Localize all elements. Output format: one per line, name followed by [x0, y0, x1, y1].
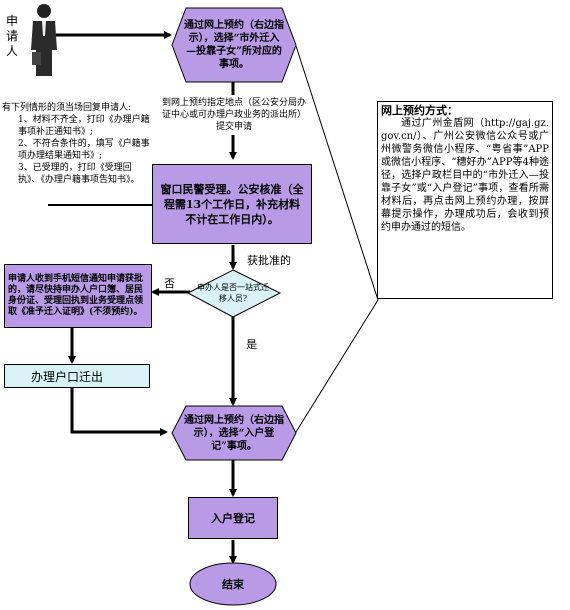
- line-step2-to-sidebox: [295, 299, 379, 433]
- applicant-figure: [28, 2, 58, 78]
- note-reply-cases: 有下列情形的须当场回复申请人: 1、材料不齐全，打印《办理户籍事项补正通知书》;…: [2, 102, 152, 186]
- step2-hexagon-shape: [171, 405, 297, 461]
- label-no: 否: [164, 277, 175, 290]
- step-online-booking-2: 通过网上预约（右边指示），选择“入户登记”事项。: [184, 414, 284, 452]
- decision-one-stop-migration: 申办人是否一站式迁移人员?: [197, 283, 269, 303]
- step1-hexagon-shape: [171, 7, 297, 83]
- applicant-label: 申请人: [6, 14, 19, 58]
- side-box-title: 网上预约方式：: [381, 104, 458, 117]
- note-reply-line: 3、已受理的，打印《受理回执》、《办理户籍事项告知书》。: [18, 163, 140, 185]
- note-submit-location: 到网上预约指定地点（区公安分局办证中心或可办理户政业务的派出所）提交申请: [158, 95, 310, 135]
- end-terminator: 结束: [222, 578, 244, 591]
- end-ellipse-shape: [189, 562, 277, 606]
- note-reply-line: 1、材料不齐全，打印《办理户籍事项补正通知书》;: [18, 115, 150, 137]
- step-sms-notice: 申请人收到手机短信通知申请获批的，请尽快持申办人户口簿、居民身份证、受理回执到业…: [4, 264, 152, 328]
- note-reply-line: 2、不符合条件的，填写《户籍事项办理结果通知书》;: [18, 139, 150, 161]
- online-booking-methods-box: 网上预约方式： 通过广州金盾网（http://gaj.gz.gov.cn/）、广…: [377, 101, 553, 299]
- step-online-booking-1: 通过网上预约（右边指示），选择“市外迁入—投靠子女”所对应的事项。: [184, 20, 284, 70]
- arrow-hukou-out-to-step2: [70, 388, 168, 436]
- line-step1-to-sidebox: [295, 45, 379, 301]
- step-window-police: 窗口民警受理。公安核准（全程需13个工作日，补充材料不计在工作日内）。: [152, 164, 312, 244]
- step-register: 入户登记: [188, 497, 278, 539]
- label-yes: 是: [246, 338, 257, 351]
- label-approved: 获批准的: [247, 254, 291, 267]
- side-box-body: 通过广州金盾网（http://gaj.gz.gov.cn/）、广州公安微信公众号…: [381, 118, 549, 233]
- step-hukou-out: 办理户口迁出: [4, 364, 150, 388]
- note-reply-line: 有下列情形的须当场回复申请人:: [2, 103, 132, 113]
- decision-diamond-shape: [186, 269, 282, 318]
- person-icon: [31, 4, 57, 76]
